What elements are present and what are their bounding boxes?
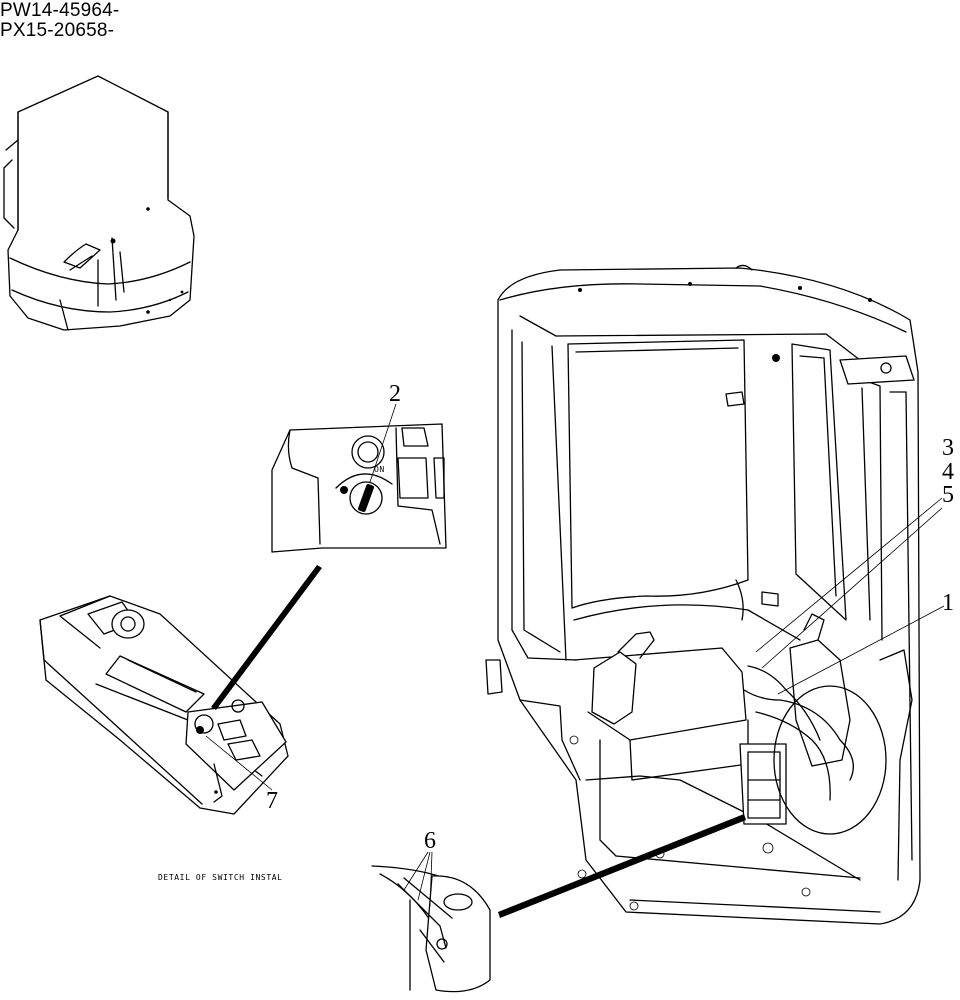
switch-detail-inset: ON xyxy=(271,423,447,553)
detail-caption: DETAIL OF SWITCH INSTAL xyxy=(158,873,283,882)
leader-6c xyxy=(429,851,433,907)
connector-pointer-line xyxy=(498,814,746,918)
leader-7 xyxy=(205,735,273,791)
callout-2: 2 xyxy=(389,381,401,407)
leader-1 xyxy=(777,605,945,695)
callout-3: 3 xyxy=(942,435,954,461)
control-console-detail xyxy=(39,595,289,815)
connector-detail xyxy=(371,865,491,993)
leader-2 xyxy=(369,403,397,483)
callout-1: 1 xyxy=(942,590,954,616)
leader-6a xyxy=(403,851,429,891)
cab-overview-illustration xyxy=(3,75,195,331)
callout-6: 6 xyxy=(424,828,436,854)
callout-7: 7 xyxy=(266,788,278,814)
serial-range-1: PW14-45964- xyxy=(0,0,120,21)
callout-5: 5 xyxy=(942,482,954,508)
leader-4 xyxy=(761,507,943,669)
callout-4: 4 xyxy=(942,459,954,485)
leader-lines xyxy=(205,403,945,918)
serial-range-2: PX15-20658- xyxy=(0,20,115,41)
cab-interior-illustration xyxy=(485,264,921,925)
inset-pointer-line xyxy=(211,565,322,710)
svg-text:ON: ON xyxy=(374,465,385,474)
leader-5 xyxy=(755,497,943,653)
leader-6b xyxy=(417,851,431,901)
